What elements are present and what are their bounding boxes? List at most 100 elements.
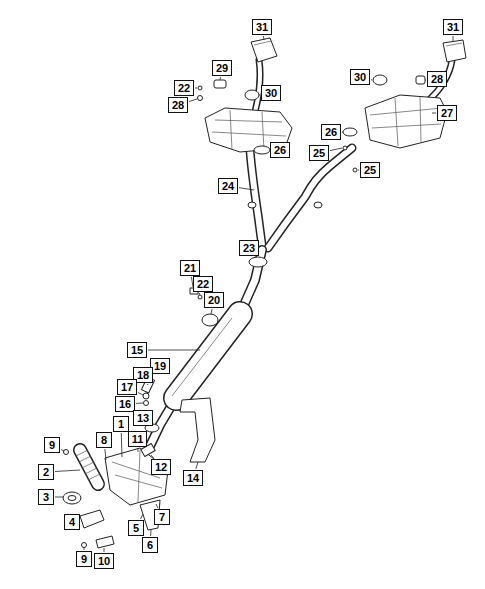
leader-line bbox=[254, 257, 256, 258]
leader-line bbox=[195, 88, 197, 89]
callout-box: 16 bbox=[115, 396, 135, 412]
callout-box: 2 bbox=[38, 464, 54, 480]
callout-number: 14 bbox=[186, 471, 200, 485]
leader-line bbox=[425, 79, 426, 80]
callout-box: 3 bbox=[38, 489, 54, 505]
callout-number: 3 bbox=[41, 490, 51, 504]
leader-line bbox=[148, 350, 200, 351]
callout-number: 22 bbox=[177, 81, 191, 95]
leader-line bbox=[453, 36, 454, 41]
callout-box: 26 bbox=[270, 142, 290, 158]
callout-number: 16 bbox=[118, 397, 132, 411]
callout-box: 5 bbox=[128, 520, 144, 536]
callout-box: 17 bbox=[117, 379, 137, 395]
resonator bbox=[172, 314, 240, 398]
callout-number: 15 bbox=[130, 343, 144, 357]
callout-number: 25 bbox=[312, 146, 326, 160]
leader-line bbox=[220, 77, 222, 80]
leader-line bbox=[263, 36, 265, 40]
callout-number: 6 bbox=[145, 538, 155, 552]
callout-box: 28 bbox=[168, 97, 188, 113]
callout-box: 30 bbox=[350, 69, 370, 85]
callout-box: 24 bbox=[218, 178, 238, 194]
leader-line bbox=[342, 132, 343, 133]
leader-line bbox=[105, 449, 106, 460]
callout-number: 29 bbox=[215, 61, 229, 75]
callout-box: 31 bbox=[252, 19, 272, 35]
callout-number: 30 bbox=[264, 86, 278, 100]
leader-line bbox=[330, 148, 342, 151]
callout-box: 26 bbox=[321, 124, 341, 140]
leader-line bbox=[84, 548, 85, 550]
callout-number: 11 bbox=[131, 432, 144, 446]
leader-line bbox=[371, 79, 372, 80]
callout-number: 22 bbox=[196, 277, 210, 291]
callout-number: 8 bbox=[99, 433, 109, 447]
callout-number: 13 bbox=[136, 411, 150, 425]
callout-box: 14 bbox=[183, 470, 203, 486]
leader-line bbox=[151, 455, 154, 458]
leader-line bbox=[55, 470, 80, 471]
catalytic-converter bbox=[105, 448, 168, 505]
callout-box: 23 bbox=[239, 240, 259, 256]
callout-number: 1 bbox=[116, 417, 126, 431]
callout-number: 30 bbox=[353, 70, 367, 84]
callout-box: 10 bbox=[94, 553, 114, 569]
callout-number: 4 bbox=[67, 515, 77, 529]
exhaust-tip bbox=[251, 38, 277, 62]
callout-box: 19 bbox=[150, 358, 170, 374]
leader-line bbox=[239, 188, 254, 190]
callout-number: 9 bbox=[79, 552, 89, 566]
callout-number: 7 bbox=[157, 510, 167, 524]
leader-line bbox=[141, 514, 144, 519]
callout-number: 24 bbox=[221, 179, 235, 193]
callout-box: 21 bbox=[180, 260, 200, 276]
callout-box: 25 bbox=[360, 162, 380, 178]
callout-box: 29 bbox=[212, 60, 232, 76]
callout-box: 13 bbox=[133, 410, 153, 426]
callout-number: 26 bbox=[273, 143, 287, 157]
callout-number: 23 bbox=[242, 241, 256, 255]
leader-line bbox=[104, 548, 105, 552]
callout-number: 5 bbox=[131, 521, 141, 535]
callout-number: 10 bbox=[97, 554, 111, 568]
callout-box: 8 bbox=[96, 432, 112, 448]
callout-number: 25 bbox=[363, 163, 377, 177]
callout-number: 17 bbox=[120, 380, 134, 394]
callout-box: 30 bbox=[261, 85, 281, 101]
callout-number: 12 bbox=[154, 460, 168, 474]
right-muffler bbox=[365, 95, 447, 148]
callout-number: 28 bbox=[171, 98, 185, 112]
callout-number: 18 bbox=[136, 368, 150, 382]
callout-box: 4 bbox=[64, 514, 80, 530]
leader-line bbox=[156, 504, 158, 508]
leader-line bbox=[61, 450, 64, 452]
leader-line bbox=[432, 113, 436, 114]
callout-box: 27 bbox=[437, 105, 457, 121]
leader-line bbox=[189, 99, 197, 102]
callout-number: 27 bbox=[440, 106, 454, 120]
hanger-bracket bbox=[80, 510, 104, 528]
callout-box: 9 bbox=[76, 551, 92, 567]
bracket bbox=[180, 398, 215, 462]
callout-box: 25 bbox=[309, 145, 329, 161]
leader-line bbox=[138, 393, 143, 396]
hardware bbox=[141, 75, 425, 432]
leader-line bbox=[358, 170, 359, 171]
leader-line bbox=[137, 448, 138, 452]
callout-box: 20 bbox=[204, 292, 224, 308]
callout-number: 31 bbox=[446, 20, 460, 34]
callout-box: 11 bbox=[128, 431, 147, 447]
callout-number: 26 bbox=[324, 125, 338, 139]
leader-line bbox=[55, 497, 63, 498]
callout-number: 2 bbox=[41, 465, 51, 479]
callout-box: 28 bbox=[427, 71, 447, 87]
leader-line bbox=[121, 433, 123, 457]
exhaust-tip bbox=[443, 40, 466, 62]
callout-number: 21 bbox=[183, 261, 197, 275]
callout-number: 9 bbox=[47, 438, 57, 452]
callout-box: 1 bbox=[113, 416, 129, 432]
